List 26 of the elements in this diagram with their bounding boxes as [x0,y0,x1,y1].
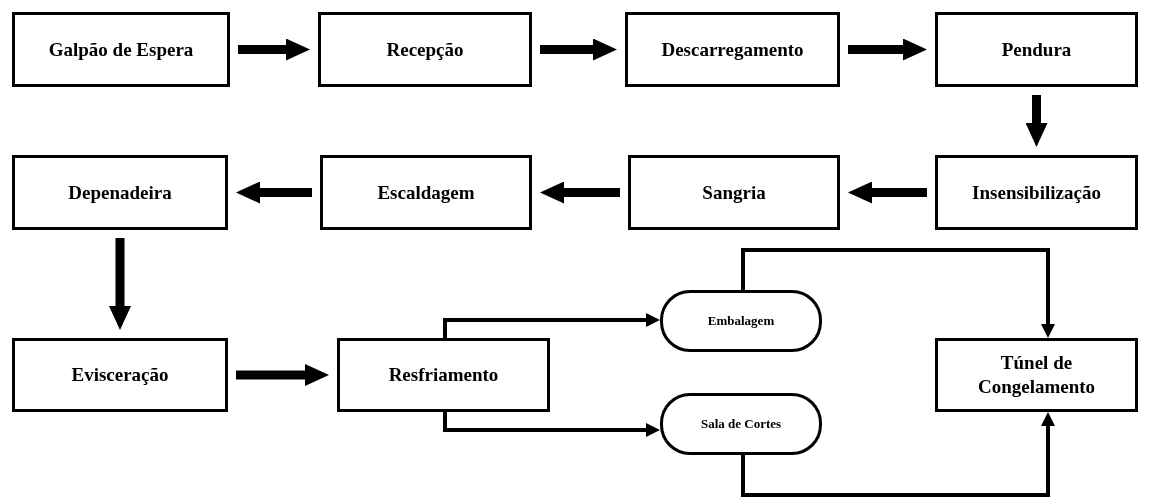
process-box: Insensibilização [935,155,1138,230]
arrow [236,181,312,204]
arrow [848,181,927,204]
rounded-process-box: Sala de Cortes [660,393,822,455]
process-box: Sangria [628,155,840,230]
arrow [443,412,660,437]
arrow [741,248,1055,338]
arrow [1025,95,1048,147]
arrow [443,313,660,338]
arrow [540,38,617,61]
process-box: Recepção [318,12,532,87]
arrow [238,38,310,61]
process-box: Resfriamento [337,338,550,412]
process-box: Descarregamento [625,12,840,87]
arrow [540,181,620,204]
process-box: Depenadeira [12,155,228,230]
process-box: Pendura [935,12,1138,87]
process-box: Galpão de Espera [12,12,230,87]
process-box: Escaldagem [320,155,532,230]
arrow [109,238,131,330]
arrow [848,38,927,61]
rounded-process-box: Embalagem [660,290,822,352]
process-box: Túnel de Congelamento [935,338,1138,412]
arrow [741,412,1055,497]
process-box: Evisceração [12,338,228,412]
arrow [236,364,329,386]
